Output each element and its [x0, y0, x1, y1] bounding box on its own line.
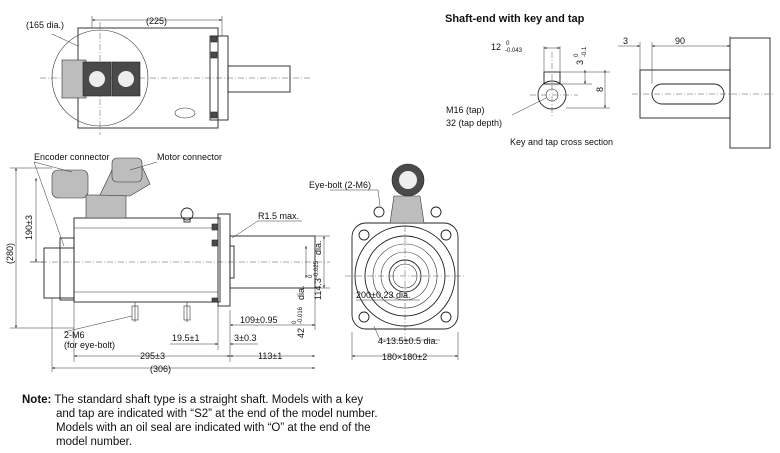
- eyebolt-hole-label: 2-M6: [64, 330, 85, 340]
- radius-label: R1.5 max.: [258, 211, 299, 221]
- key-length: 90: [675, 36, 685, 46]
- spigot-height: 3±0.3: [234, 333, 256, 343]
- shaft-dia: 42: [296, 328, 306, 338]
- note-line-1: The standard shaft type is a straight sh…: [54, 394, 364, 406]
- spigot-dia: 114.3: [313, 278, 323, 300]
- key-height: 8: [595, 87, 605, 92]
- tap-label: M16 (tap): [446, 105, 485, 115]
- flange-thickness: 19.5±1: [172, 333, 199, 343]
- shaft-dia-tol-top: 0: [292, 320, 298, 324]
- key-width-tol-top: 0: [506, 41, 510, 47]
- key-width: 12: [491, 42, 501, 52]
- shaft-end-detail: Shaft-end with key and tap 12 0 -0.043 3…: [445, 13, 775, 149]
- top-dia-label: (165 dia.): [26, 20, 64, 30]
- flange-size-label: 180×180±2: [382, 352, 427, 362]
- spigot-dia-tol-bottom: -0.025: [314, 260, 320, 278]
- top-view: (165 dia.) (225): [26, 16, 310, 135]
- eyebolt-label: Eye-bolt (2-M6): [309, 180, 371, 190]
- holes-label: 4-13.5±0.5 dia.: [378, 336, 438, 346]
- section-caption: Key and tap cross section: [510, 137, 613, 147]
- height-total: (280): [5, 243, 15, 264]
- top-length-label: (225): [146, 16, 167, 26]
- note-label: Note:: [22, 394, 52, 406]
- note-line-4: model number.: [56, 436, 133, 448]
- encoder-connector-label: Encoder connector: [34, 152, 110, 162]
- spigot-dia-tol-top: 0: [308, 274, 314, 278]
- shaft-dia-unit: dia.: [296, 285, 306, 300]
- tap-depth-label: 32 (tap depth): [446, 118, 502, 128]
- eyebolt-hole-note: (for eye-bolt): [64, 340, 115, 350]
- body-length: 295±3: [140, 351, 165, 361]
- spigot-dia-unit: dia.: [313, 240, 323, 255]
- overall-length: (306): [150, 364, 171, 374]
- side-view: (280) 190±3 Encoder connector Motor conn…: [5, 152, 330, 374]
- note-line-2: and tap are indicated with “S2” at the e…: [56, 408, 378, 420]
- pcd-label: 200±0.23 dia.: [356, 290, 410, 300]
- front-view: Eye-bolt (2-M6) 200±0.23 dia. 4-13.5±0.5…: [309, 163, 465, 362]
- shaft-end-title: Shaft-end with key and tap: [445, 13, 585, 25]
- key-depth: 3: [575, 60, 585, 65]
- motor-connector-label: Motor connector: [157, 152, 222, 162]
- shaft-dia-tol-bottom: -0.016: [298, 306, 304, 324]
- key-depth-tol-top: 0: [574, 53, 580, 57]
- note-block: Note: The standard shaft type is a strai…: [22, 393, 402, 449]
- shaft-length: 109±0.95: [240, 315, 277, 325]
- key-width-tol-bottom: -0.043: [505, 48, 523, 54]
- to-flange-length: 113±1: [258, 351, 282, 361]
- note-line-3: Models with an oil seal are indicated wi…: [56, 422, 371, 434]
- shaft-offset: 3: [623, 36, 628, 46]
- key-depth-tol-bottom: -0.1: [582, 46, 588, 57]
- height-center: 190±3: [24, 215, 34, 240]
